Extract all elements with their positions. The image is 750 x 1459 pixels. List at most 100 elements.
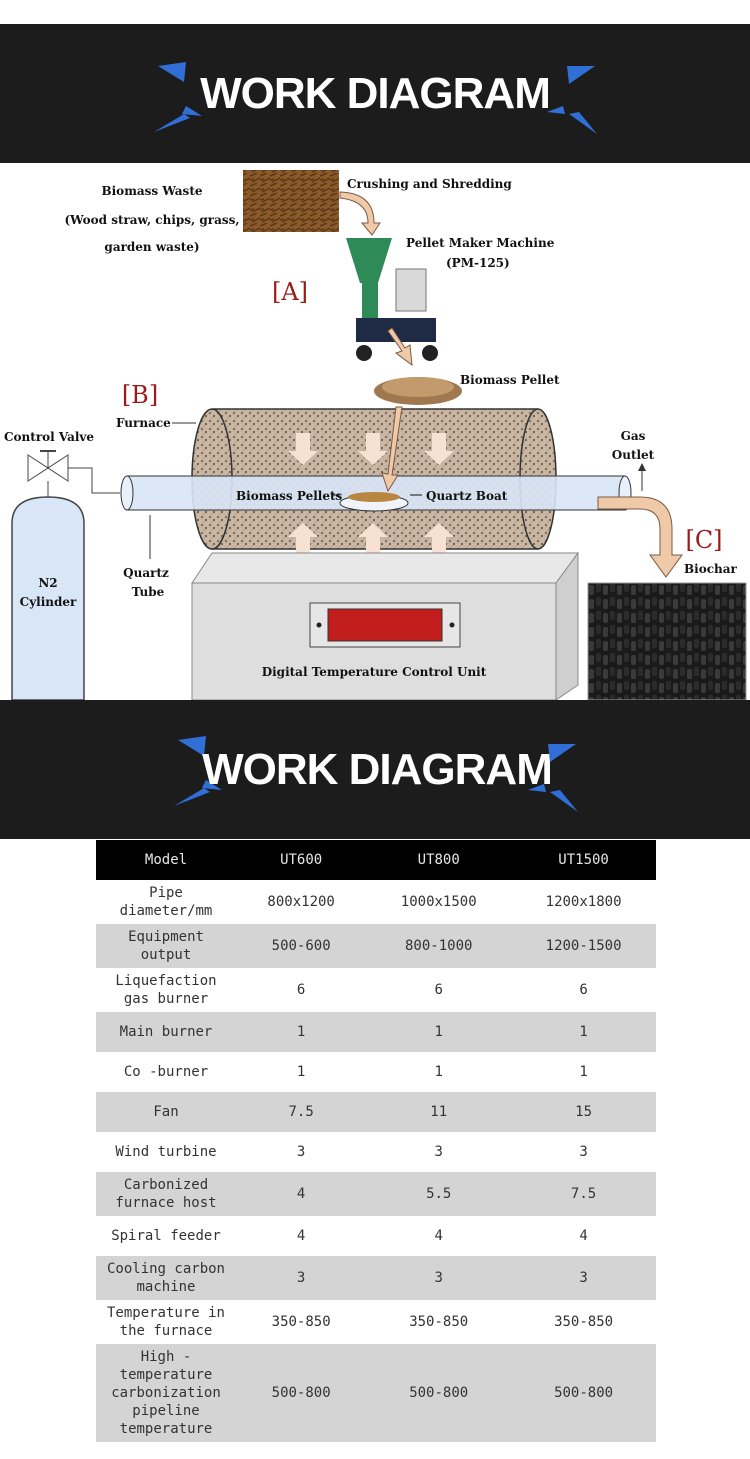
pellet-maker-machine-image [346, 238, 438, 361]
label-b: [B] [122, 381, 158, 409]
row-label-cell: Cooling carbon machine [96, 1256, 236, 1300]
value-cell: 500-800 [236, 1344, 367, 1442]
row-label-cell: Carbonized furnace host [96, 1172, 236, 1216]
biochar-label: Biochar [684, 562, 738, 576]
value-cell: 3 [511, 1256, 656, 1300]
value-cell: 350-850 [511, 1300, 656, 1344]
column-header: UT600 [236, 840, 367, 880]
row-label-cell: Liquefaction gas burner [96, 968, 236, 1012]
biomass-pellets-label: Biomass Pellets [236, 489, 342, 503]
column-header: UT800 [366, 840, 512, 880]
banner-title: WORK DIAGRAM [202, 745, 553, 794]
quartz-boat-label: Quartz Boat [426, 489, 508, 503]
gas-label: Gas [621, 429, 646, 443]
value-cell: 1200x1800 [511, 880, 656, 924]
value-cell: 4 [366, 1216, 512, 1256]
value-cell: 3 [366, 1256, 512, 1300]
label-a: [A] [272, 278, 308, 306]
outlet-label: Outlet [612, 448, 655, 462]
table-row: High -temperature carbonization pipeline… [96, 1344, 656, 1442]
control-valve-icon [27, 450, 120, 497]
value-cell: 1000x1500 [366, 880, 512, 924]
column-header: Model [96, 840, 236, 880]
control-valve-label: Control Valve [4, 430, 94, 444]
value-cell: 4 [236, 1172, 367, 1216]
biochar-output-arrow-icon [597, 496, 683, 578]
value-cell: 500-800 [366, 1344, 512, 1442]
biomass-waste-label: Biomass Waste [101, 184, 202, 198]
heat-arrows [288, 433, 454, 555]
value-cell: 1 [236, 1052, 367, 1092]
machine-output-arrow-icon [387, 327, 413, 367]
value-cell: 4 [236, 1216, 367, 1256]
row-label-cell: Wind turbine [96, 1132, 236, 1172]
pellet-maker-model-label: (PM-125) [446, 256, 510, 270]
right-arrow-decoration-icon [528, 744, 578, 812]
row-label-cell: Spiral feeder [96, 1216, 236, 1256]
biochar-image [587, 582, 747, 700]
biomass-chips-image [243, 170, 339, 232]
value-cell: 7.5 [511, 1172, 656, 1216]
n2-label: N2 [38, 576, 57, 590]
quartz-label: Quartz [123, 566, 169, 580]
value-cell: 15 [511, 1092, 656, 1132]
row-label-cell: High -temperature carbonization pipeline… [96, 1344, 236, 1442]
value-cell: 800x1200 [236, 880, 367, 924]
value-cell: 1 [236, 1012, 367, 1052]
specification-table: Model UT600 UT800 UT1500 Pipe diameter/m… [96, 840, 656, 1442]
control-unit-label: Digital Temperature Control Unit [262, 665, 487, 679]
value-cell: 3 [236, 1256, 367, 1300]
crushing-arrow-icon [339, 191, 381, 236]
value-cell: 6 [366, 968, 512, 1012]
crushing-label: Crushing and Shredding [347, 177, 512, 191]
value-cell: 3 [236, 1132, 367, 1172]
value-cell: 7.5 [236, 1092, 367, 1132]
value-cell: 1 [366, 1052, 512, 1092]
left-arrow-decoration-icon [174, 736, 222, 806]
row-label-cell: Fan [96, 1092, 236, 1132]
row-label-cell: Main burner [96, 1012, 236, 1052]
value-cell: 5.5 [366, 1172, 512, 1216]
section-banner: WORK DIAGRAM [0, 700, 750, 839]
row-label-cell: Co -burner [96, 1052, 236, 1092]
value-cell: 1 [366, 1012, 512, 1052]
value-cell: 350-850 [366, 1300, 512, 1344]
biomass-pellet-label: Biomass Pellet [460, 373, 560, 387]
value-cell: 3 [511, 1132, 656, 1172]
pellet-maker-label: Pellet Maker Machine [406, 236, 555, 250]
row-label-cell: Equipment output [96, 924, 236, 968]
n2-cylinder [11, 496, 85, 700]
value-cell: 1 [511, 1012, 656, 1052]
tube-label: Tube [132, 585, 165, 599]
value-cell: 6 [236, 968, 367, 1012]
row-label-cell: Temperature in the furnace [96, 1300, 236, 1344]
right-arrow-decoration-icon [547, 66, 597, 134]
furnace-label: Furnace [116, 416, 171, 430]
biomass-waste-sub1: (Wood straw, chips, grass, [64, 213, 239, 227]
table-header-row: Model UT600 UT800 UT1500 [96, 840, 656, 880]
section-banner: WORK DIAGRAM [0, 24, 750, 163]
column-header: UT1500 [511, 840, 656, 880]
value-cell: 11 [366, 1092, 512, 1132]
temperature-control-unit [191, 551, 579, 700]
biochar-process-diagram: Biomass Waste (Wood straw, chips, grass,… [0, 163, 750, 700]
value-cell: 3 [366, 1132, 512, 1172]
value-cell: 500-800 [511, 1344, 656, 1442]
label-c: [C] [685, 526, 722, 554]
banner-title: WORK DIAGRAM [200, 69, 551, 118]
value-cell: 500-600 [236, 924, 367, 968]
value-cell: 350-850 [236, 1300, 367, 1344]
row-label-cell: Pipe diameter/mm [96, 880, 236, 924]
